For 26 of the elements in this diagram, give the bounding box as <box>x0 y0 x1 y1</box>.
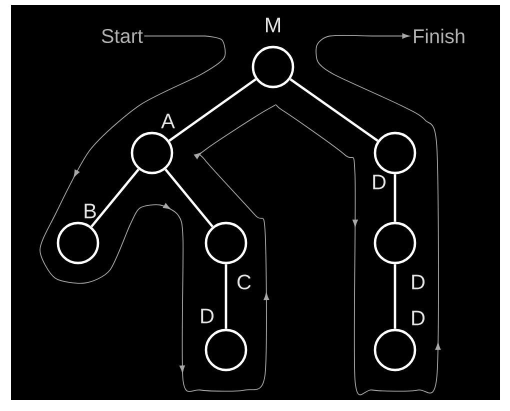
node-letter: B <box>84 204 96 218</box>
tree-edge <box>90 168 140 228</box>
tree-node <box>374 222 416 264</box>
tree-node <box>374 132 416 174</box>
node-letter: D <box>412 310 425 326</box>
tree-node <box>252 46 294 88</box>
tree-node <box>56 222 100 264</box>
tree-node <box>130 132 174 174</box>
text-label: Start <box>102 28 143 44</box>
tree-node <box>204 328 248 372</box>
text-label: Finish <box>414 28 464 44</box>
traversal-arrow <box>40 33 441 396</box>
tree-edge <box>224 264 228 329</box>
node-letter: D <box>412 274 425 290</box>
tree-edge <box>290 78 378 142</box>
tree-node <box>204 222 248 264</box>
tree-edge <box>394 264 396 329</box>
node-letter: A <box>161 114 175 128</box>
node-letter: D <box>201 308 214 324</box>
tree-edge <box>168 78 256 142</box>
node-letter: M <box>266 18 280 32</box>
tree-edge <box>164 168 214 228</box>
tree-edge <box>394 174 396 222</box>
node-letter: D <box>373 174 386 190</box>
tree-node <box>374 328 416 372</box>
node-letter: C <box>238 274 251 290</box>
